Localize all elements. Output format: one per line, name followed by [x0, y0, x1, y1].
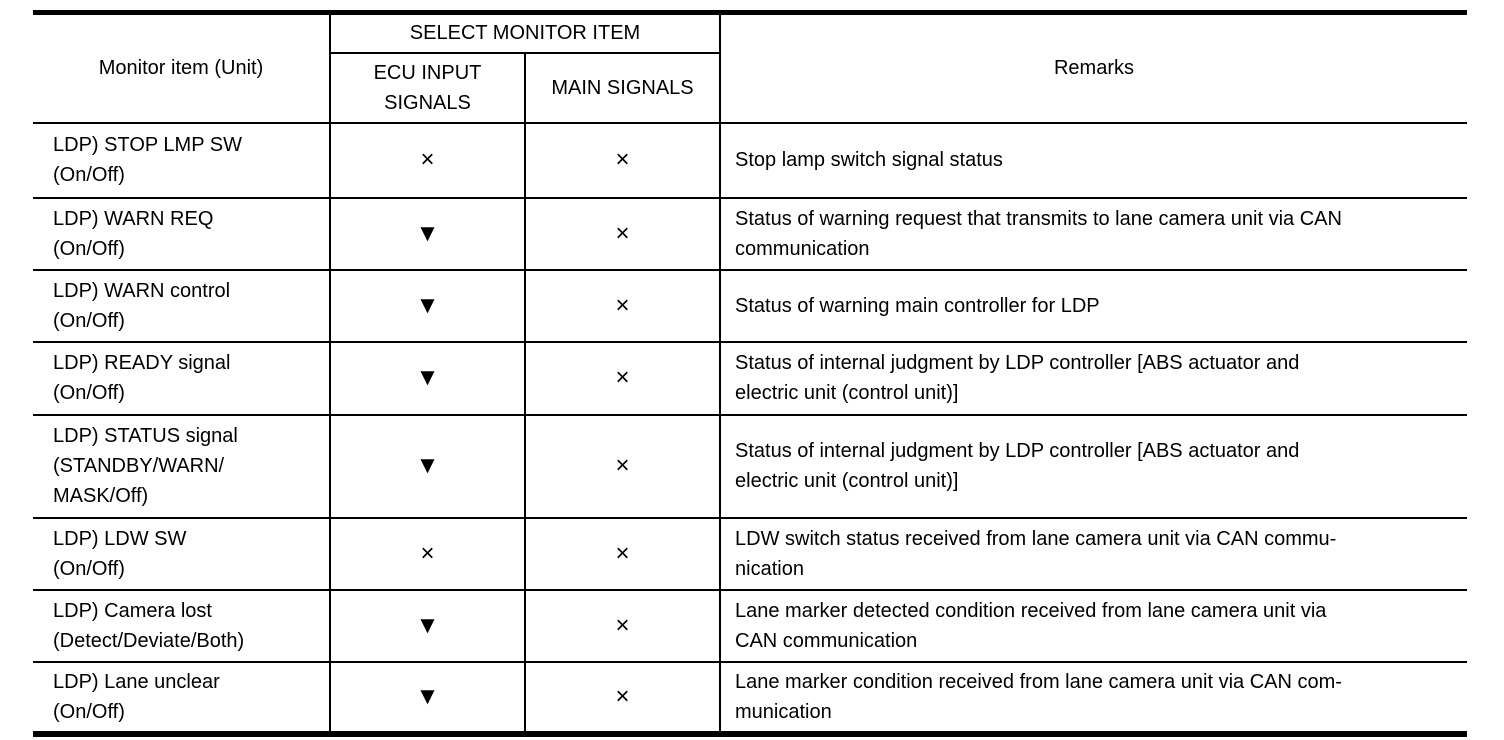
remarks-cell: LDW switch status received from lane cam… — [719, 516, 1467, 591]
ecu-input-mark: ▼ — [329, 588, 526, 663]
header-row-sub: ECU INPUT SIGNALS MAIN SIGNALS — [33, 51, 1467, 124]
remarks-cell: Stop lamp switch signal status — [719, 121, 1467, 199]
remarks-cell: Status of warning main controller for LD… — [719, 268, 1467, 343]
main-signals-mark: × — [524, 268, 721, 343]
remarks-cell: Lane marker condition received from lane… — [719, 660, 1467, 737]
main-signals-mark: × — [524, 660, 721, 737]
monitor-item-cell: LDP) WARN REQ (On/Off) — [33, 196, 331, 271]
main-signals-mark: × — [524, 121, 721, 199]
remarks-cell: Status of warning request that transmits… — [719, 196, 1467, 271]
ecu-input-mark: ▼ — [329, 340, 526, 416]
ecu-input-mark: × — [329, 516, 526, 591]
table-row: LDP) READY signal (On/Off) ▼ × Status of… — [33, 340, 1467, 416]
table-row: LDP) STOP LMP SW (On/Off) × × Stop lamp … — [33, 121, 1467, 199]
table-header: Monitor item (Unit) SELECT MONITOR ITEM … — [33, 10, 1467, 124]
main-signals-mark: × — [524, 196, 721, 271]
header-main-signals: MAIN SIGNALS — [524, 51, 720, 124]
monitor-item-cell: LDP) STOP LMP SW (On/Off) — [33, 121, 331, 199]
table-row: LDP) STATUS signal (STANDBY/WARN/ MASK/O… — [33, 413, 1467, 519]
ecu-input-mark: ▼ — [329, 413, 526, 519]
main-signals-mark: × — [524, 588, 721, 663]
header-row-top: Monitor item (Unit) SELECT MONITOR ITEM … — [33, 10, 1467, 124]
ecu-input-mark: × — [329, 121, 526, 199]
monitor-item-cell: LDP) LDW SW (On/Off) — [33, 516, 331, 591]
remarks-cell: Status of internal judgment by LDP contr… — [719, 413, 1467, 519]
table-body: LDP) STOP LMP SW (On/Off) × × Stop lamp … — [33, 121, 1467, 737]
table-row: LDP) WARN control (On/Off) ▼ × Status of… — [33, 268, 1467, 343]
table-row: LDP) Lane unclear (On/Off) ▼ × Lane mark… — [33, 660, 1467, 737]
remarks-cell: Lane marker detected condition received … — [719, 588, 1467, 663]
remarks-cell: Status of internal judgment by LDP contr… — [719, 340, 1467, 416]
main-signals-mark: × — [524, 413, 721, 519]
header-remarks: Remarks — [719, 10, 1467, 124]
table-row: LDP) WARN REQ (On/Off) ▼ × Status of war… — [33, 196, 1467, 271]
header-monitor-item: Monitor item (Unit) — [33, 10, 331, 124]
monitor-item-cell: LDP) READY signal (On/Off) — [33, 340, 331, 416]
table-row: LDP) Camera lost (Detect/Deviate/Both) ▼… — [33, 588, 1467, 663]
monitor-item-cell: LDP) Camera lost (Detect/Deviate/Both) — [33, 588, 331, 663]
table-row: LDP) LDW SW (On/Off) × × LDW switch stat… — [33, 516, 1467, 591]
monitor-item-table: Monitor item (Unit) SELECT MONITOR ITEM … — [33, 10, 1467, 737]
main-signals-mark: × — [524, 516, 721, 591]
header-ecu-input-signals: ECU INPUT SIGNALS — [330, 51, 526, 124]
monitor-item-cell: LDP) Lane unclear (On/Off) — [33, 660, 331, 737]
ecu-input-mark: ▼ — [329, 196, 526, 271]
monitor-item-cell: LDP) WARN control (On/Off) — [33, 268, 331, 343]
header-select-monitor-item: SELECT MONITOR ITEM — [329, 10, 721, 54]
main-signals-mark: × — [524, 340, 721, 416]
monitor-item-cell: LDP) STATUS signal (STANDBY/WARN/ MASK/O… — [33, 413, 331, 519]
ecu-input-mark: ▼ — [329, 660, 526, 737]
ecu-input-mark: ▼ — [329, 268, 526, 343]
